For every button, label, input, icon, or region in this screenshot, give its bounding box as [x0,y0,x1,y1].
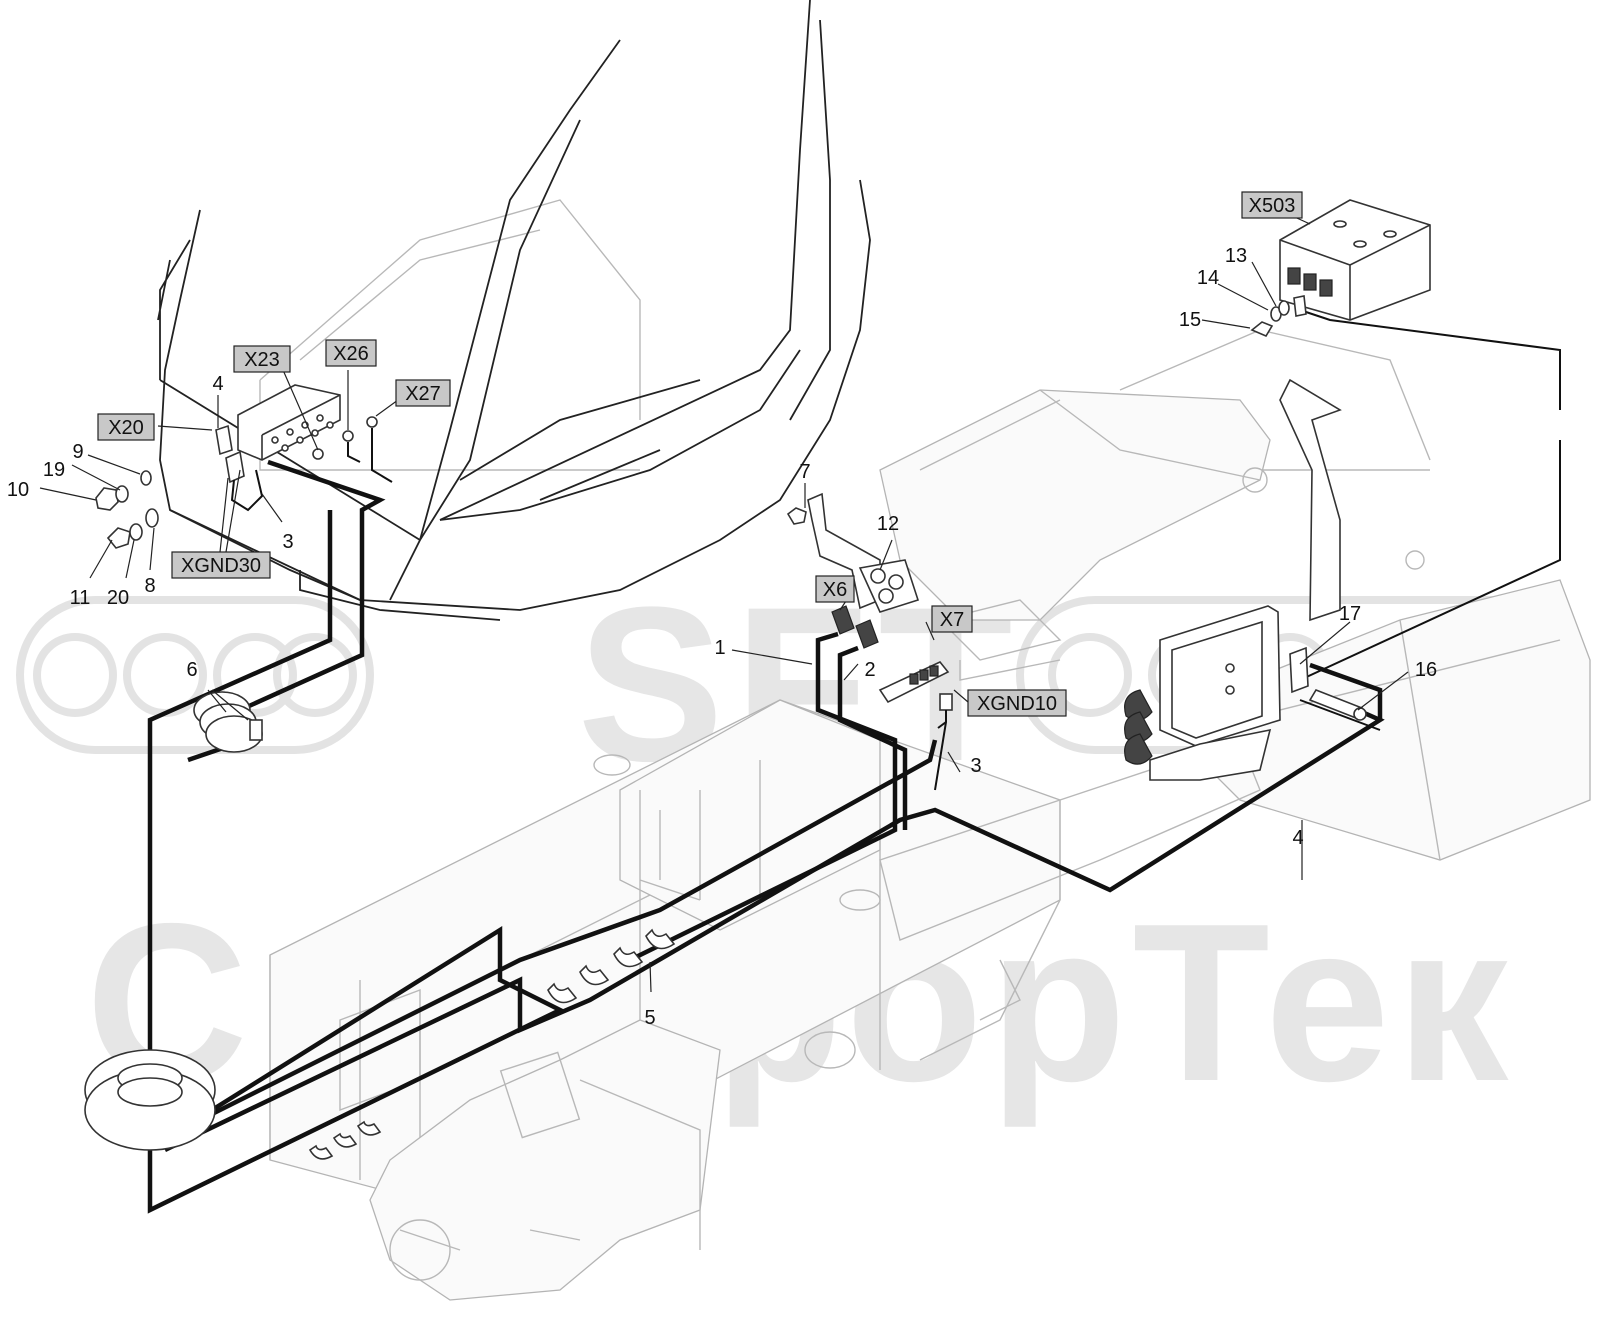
callout-12: 12 [877,513,899,535]
callout-11: 11 [70,587,91,609]
tag-xgnd10-label: XGND10 [977,693,1057,715]
xgnd30-lug [225,450,245,484]
washer-13 [1278,300,1290,316]
tag-x27-label: X27 [405,383,441,405]
screw-15 [1250,321,1274,338]
callout-10: 10 [7,479,29,501]
washer-9 [140,470,152,486]
callout-17: 17 [1339,603,1361,625]
callout-15: 15 [1179,309,1201,331]
callout-8: 8 [144,575,155,597]
bracket-12 [807,492,920,613]
callout-1: 1 [714,637,725,659]
tag-x26-label: X26 [333,343,369,365]
callout-16: 16 [1415,659,1437,681]
machine-frame [269,389,1591,1301]
tag-xgnd10: XGND10 [967,689,1067,717]
callout-13: 13 [1225,245,1247,267]
harness-clips-5 [308,928,676,1160]
harness-1 [629,631,898,963]
cable-ties-6 [193,691,263,753]
harness-4-upper [1299,309,1561,681]
tag-xgnd30: XGND30 [171,551,271,579]
tag-x6-label: X6 [823,579,847,601]
parts [84,199,1431,1160]
callout-4-left: 4 [212,373,223,395]
tag-x503: X503 [1241,191,1303,219]
harness-cab-drop-2 [147,510,566,1214]
tag-x20-label: X20 [108,417,144,439]
tag-x6: X6 [815,575,855,603]
callout-7: 7 [799,461,810,483]
bracket-17 [1289,646,1309,694]
washer-8 [145,508,159,528]
callout-5: 5 [644,1007,655,1029]
tag-x26: X26 [325,339,377,367]
callout-14: 14 [1197,267,1219,289]
callout-numbers: 1 2 3 3 4 4 5 6 7 8 9 10 11 12 13 14 15 … [7,245,1437,1029]
tag-x7-label: X7 [940,609,964,631]
tag-x23-label: X23 [244,349,280,371]
tag-x503-label: X503 [1249,195,1296,217]
assembly-arrow [1279,378,1342,622]
x23-plug [312,448,324,460]
harness-2 [837,645,908,830]
tag-x27: X27 [395,379,451,407]
callout-3-right: 3 [970,755,981,777]
callout-4-right: 4 [1292,827,1303,849]
callout-19: 19 [43,459,65,481]
x503-module [1279,199,1431,321]
callout-2: 2 [864,659,875,681]
leader-lines [39,213,1409,993]
frame-front-end [369,1019,721,1301]
tag-x23: X23 [233,345,291,373]
bolt-7 [786,507,807,525]
connector-tags: X20 X23 X26 X27 XGND30 X6 X7 XGND10 [97,191,1303,717]
x7-plug [855,619,879,649]
controller-unit [1124,605,1281,781]
washer-20 [129,523,143,541]
xgnd10-lug [939,693,953,711]
floor-grommet [84,1049,216,1151]
cab-outline [157,0,871,621]
x23-connector-block [237,384,341,461]
harness-4-lower [1309,662,1383,720]
x26-plug [342,430,354,442]
frame-rear-deck [879,389,1271,621]
tag-x7: X7 [931,605,973,633]
tag-xgnd30-label: XGND30 [181,555,261,577]
x20-bracket [215,424,233,456]
nut-10 [95,487,119,511]
harness-main-1 [164,697,1385,1153]
callout-6: 6 [186,659,197,681]
callout-20: 20 [107,587,129,609]
bolt-11 [106,527,131,549]
tag-x20: X20 [97,413,155,441]
harness-main-2 [178,739,938,1133]
callout-3-left: 3 [282,531,293,553]
x27-plug [366,416,378,428]
callout-9: 9 [72,441,83,463]
